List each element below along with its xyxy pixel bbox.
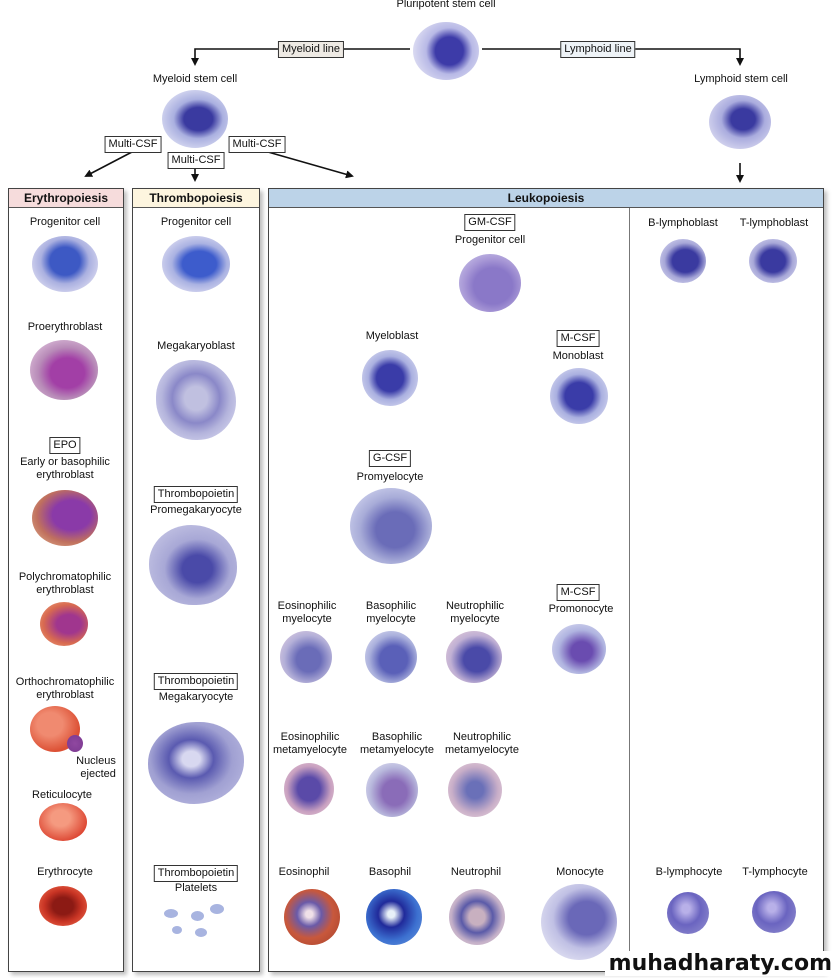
erythropoiesis-panel: Erythropoiesis [8, 188, 124, 972]
thrombo-progenitor-label: Progenitor cell [160, 216, 232, 228]
leuko-progenitor-cell-image [459, 254, 521, 312]
b-lymphocyte-image [667, 892, 709, 934]
lymphoid-divider [629, 208, 630, 971]
polychromatophilic-erythroblast-image [40, 602, 88, 646]
pluripotent-stem-cell-label: Pluripotent stem cell [396, 0, 496, 10]
polychromatophilic-erythroblast-label: Polychromatophilic erythroblast [18, 571, 112, 596]
promyelocyte-image [350, 488, 432, 564]
basophilic-myelocyte-label: Basophilic myelocyte [365, 600, 417, 625]
neutrophilic-myelocyte-label: Neutrophilic myelocyte [445, 600, 505, 625]
erythro-progenitor-cell-image [32, 236, 98, 292]
basophil-label: Basophil [368, 866, 412, 878]
arrow-to-leuko [267, 151, 354, 179]
neutrophilic-metamyelocyte-label: Neutrophilic metamyelocyte [445, 731, 519, 756]
basophilic-myelocyte-image [365, 631, 417, 683]
monocyte-label: Monocyte [556, 866, 604, 878]
early-erythroblast-label: Early or basophilic erythroblast [20, 456, 110, 481]
early-erythroblast-image [32, 490, 98, 546]
b-lymphocyte-label: B-lymphocyte [655, 866, 723, 878]
nucleus-ejected-label: Nucleus ejected [76, 755, 116, 780]
g-csf-factor: G-CSF [368, 450, 412, 467]
eosinophilic-myelocyte-image [280, 631, 332, 683]
neutrophilic-myelocyte-image [446, 631, 502, 683]
thrombopoietin-factor-1: Thrombopoietin [153, 486, 239, 503]
leuko-progenitor-label: Progenitor cell [454, 234, 526, 246]
megakaryocyte-label: Megakaryocyte [158, 691, 234, 703]
myeloid-stem-cell-image [162, 90, 228, 148]
multi-csf-mid-label: Multi-CSF [167, 152, 225, 169]
gm-csf-factor: GM-CSF [464, 214, 516, 231]
proerythroblast-image [30, 340, 98, 400]
eosinophil-label: Eosinophil [278, 866, 330, 878]
thrombopoiesis-header: Thrombopoiesis [133, 189, 259, 208]
t-lymphoblast-label: T-lymphoblast [739, 217, 809, 229]
erythro-progenitor-label: Progenitor cell [29, 216, 101, 228]
m-csf-factor-2: M-CSF [556, 584, 600, 601]
t-lymphocyte-label: T-lymphocyte [742, 866, 808, 878]
multi-csf-right-label: Multi-CSF [228, 136, 286, 153]
proerythroblast-label: Proerythroblast [27, 321, 103, 333]
neutrophil-image [449, 889, 505, 945]
myeloblast-label: Myeloblast [365, 330, 419, 342]
t-lymphoblast-image [749, 239, 797, 283]
promonocyte-image [552, 624, 606, 674]
pluripotent-stem-cell-image [413, 22, 479, 80]
reticulocyte-label: Reticulocyte [32, 789, 92, 801]
megakaryoblast-image [156, 360, 236, 440]
lymphoid-line-label: Lymphoid line [560, 41, 636, 58]
basophil-image [366, 889, 422, 945]
multi-csf-left-label: Multi-CSF [104, 136, 162, 153]
monocyte-image [541, 884, 617, 960]
megakaryoblast-label: Megakaryoblast [157, 340, 235, 352]
myeloblast-image [362, 350, 418, 406]
eosinophilic-metamyelocyte-label: Eosinophilic metamyelocyte [273, 731, 347, 756]
monoblast-label: Monoblast [552, 350, 604, 362]
erythrocyte-label: Erythrocyte [37, 866, 93, 878]
eosinophil-image [284, 889, 340, 945]
thrombopoietin-factor-3: Thrombopoietin [153, 865, 239, 882]
b-lymphoblast-image [660, 239, 706, 283]
basophilic-metamyelocyte-label: Basophilic metamyelocyte [360, 731, 434, 756]
neutrophil-label: Neutrophil [450, 866, 502, 878]
eosinophilic-myelocyte-label: Eosinophilic myelocyte [277, 600, 337, 625]
promegakaryocyte-image [149, 525, 237, 605]
megakaryocyte-image [148, 722, 244, 804]
basophilic-metamyelocyte-image [366, 763, 418, 817]
eosinophilic-metamyelocyte-image [284, 763, 334, 815]
promonocyte-label: Promonocyte [548, 603, 614, 615]
epo-factor-label: EPO [49, 437, 81, 454]
b-lymphoblast-label: B-lymphoblast [648, 217, 718, 229]
thrombo-progenitor-cell-image [162, 236, 230, 292]
watermark: muhadharaty.com [604, 951, 836, 976]
ejected-nucleus-image [67, 735, 83, 752]
myeloid-line-label: Myeloid line [277, 41, 345, 58]
promyelocyte-label: Promyelocyte [356, 471, 424, 483]
leukopoiesis-panel: Leukopoiesis [268, 188, 824, 972]
lymphoid-stem-cell-image [709, 95, 771, 149]
thrombopoietin-factor-2: Thrombopoietin [153, 673, 239, 690]
lymphoid-stem-cell-label: Lymphoid stem cell [694, 73, 788, 85]
orthochromatophilic-erythroblast-label: Orthochromatophilic erythroblast [15, 676, 115, 701]
platelets-label: Platelets [174, 882, 218, 894]
leukopoiesis-header: Leukopoiesis [269, 189, 823, 208]
erythrocyte-image [39, 886, 87, 926]
promegakaryocyte-label: Promegakaryocyte [150, 504, 242, 516]
t-lymphocyte-image [752, 891, 796, 933]
reticulocyte-image [39, 803, 87, 841]
arrow-to-erythro [84, 151, 133, 177]
monoblast-image [550, 368, 608, 424]
neutrophilic-metamyelocyte-image [448, 763, 502, 817]
erythropoiesis-header: Erythropoiesis [9, 189, 123, 208]
m-csf-factor-1: M-CSF [556, 330, 600, 347]
myeloid-stem-cell-label: Myeloid stem cell [152, 73, 238, 85]
